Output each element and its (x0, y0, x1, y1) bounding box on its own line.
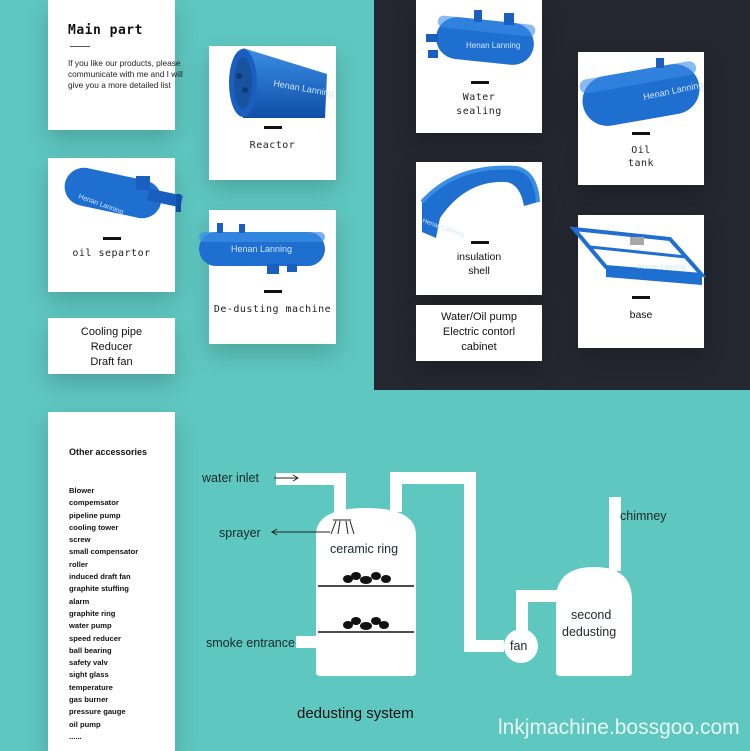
pump-card: Water/Oil pump Electric contorl cabinet (416, 305, 542, 361)
label-dash (471, 81, 489, 84)
main-part-title: Main part (68, 23, 143, 38)
label-dash (632, 296, 650, 299)
electric-control-text: Electric contorl (442, 326, 516, 338)
list-item: small compensator (69, 547, 139, 557)
smoke-entrance-label: smoke entrance (206, 636, 295, 650)
list-item: temperature (69, 682, 113, 692)
water-inlet-pipe (276, 473, 346, 485)
water-sealing-image: Henan Lanning (426, 10, 536, 65)
base-label: base (629, 309, 653, 321)
oil-tank-label-line2: tank (627, 158, 655, 169)
dedusting-machine-card[interactable]: Henan Lanning De-dusting machine (199, 210, 336, 344)
base-image: Henan Lanning (570, 226, 706, 285)
reducer-text: Reducer (90, 341, 133, 353)
list-item: induced draft fan (69, 572, 131, 582)
list-item: cooling tower (69, 522, 119, 532)
water-sealing-label-line1: Water (462, 92, 496, 103)
list-item: safety valv (69, 658, 108, 668)
watermark: lnkjmachine.bossgoo.com (498, 716, 740, 739)
reactor-image: Henan Lanning (229, 48, 333, 118)
oil-tank-card[interactable]: Henan Lanning Oil tank (578, 52, 704, 185)
fan-pipe-top (516, 590, 564, 602)
oil-tank-image: Henan Lanning (579, 58, 704, 126)
list-item: water pump (69, 621, 112, 631)
second-dedusting-label-line2: dedusting (562, 625, 617, 639)
insulation-shell-image: Henan Lanning (420, 165, 540, 239)
main-part-card: Main part If you like our products, plea… (48, 0, 183, 130)
brand-label: Henan Lanning (638, 264, 686, 271)
list-item: Blower (69, 486, 95, 495)
insulation-shell-card[interactable]: Henan Lanning insulation shell (416, 162, 542, 295)
oil-separator-card[interactable]: Henan Lanning oil separtor (48, 158, 183, 292)
sprayer-label: sprayer (219, 526, 261, 540)
list-item: screw (69, 535, 91, 545)
fan-label: fan (510, 639, 528, 653)
list-item: sight glass (69, 670, 109, 680)
cooling-card: Cooling pipe Reducer Draft fan (48, 318, 175, 374)
diagram-title: dedusting system (297, 705, 414, 722)
label-dash (471, 241, 489, 244)
water-inlet-pipe-down (334, 473, 346, 515)
list-item: pressure gauge (69, 707, 126, 717)
draft-fan-text: Draft fan (90, 356, 133, 368)
chimney-label: chimney (620, 509, 667, 523)
accessories-card: Other accessories Blower compemsator pip… (48, 412, 175, 751)
title-underline (70, 46, 90, 47)
label-dash (632, 132, 650, 135)
label-dash (264, 290, 282, 293)
oil-separator-image: Henan Lanning (64, 167, 183, 219)
accessories-list: Blower compemsator pipeline pump cooling… (69, 485, 138, 743)
brand-label: Henan Lanning (231, 244, 292, 254)
list-item: graphite ring (69, 608, 116, 618)
main-part-description: If you like our products, please communi… (68, 58, 183, 90)
list-item: pipeline pump (69, 510, 121, 520)
label-dash (103, 237, 121, 240)
fan-circle (504, 629, 538, 663)
chimney-pipe (609, 497, 621, 571)
list-item: speed reducer (69, 633, 121, 643)
dedusting-machine-image: Henan Lanning (199, 223, 325, 274)
list-item: oil pump (69, 719, 101, 729)
water-inlet-label: water inlet (202, 471, 259, 485)
ceramic-ring-label: ceramic ring (330, 542, 399, 556)
water-sealing-card[interactable]: Henan Lanning Water sealing (416, 0, 542, 133)
cabinet-text: cabinet (461, 341, 497, 353)
outlet-pipe-bottom (464, 640, 504, 652)
water-oil-pump-text: Water/Oil pump (440, 311, 517, 323)
accessories-title: Other accessories (69, 447, 148, 457)
oil-tank-label-line1: Oil (631, 145, 651, 156)
list-item: roller (69, 559, 88, 569)
tower-body (316, 508, 416, 676)
second-tank-body (556, 567, 632, 676)
outlet-pipe-top (390, 472, 476, 484)
list-item: alarm (69, 596, 90, 606)
cooling-pipe-text: Cooling pipe (80, 326, 143, 338)
water-sealing-label-line2: sealing (456, 106, 502, 117)
reactor-card[interactable]: Henan Lanning Reactor (209, 46, 336, 180)
reactor-label: Reactor (249, 140, 296, 151)
insulation-shell-label-line2: shell (468, 265, 490, 277)
dedusting-machine-label: De-dusting machine (213, 304, 332, 315)
list-item: compemsator (69, 498, 119, 508)
second-dedusting-label-line1: second (571, 608, 612, 622)
oil-separator-label: oil separtor (72, 248, 151, 259)
brand-label: Henan Lanning (466, 41, 520, 50)
insulation-shell-label-line1: insulation (456, 251, 502, 263)
smoke-pipe (296, 636, 318, 648)
list-item: ...... (69, 731, 82, 741)
list-item: gas burner (69, 695, 109, 705)
list-item: graphite stuffing (69, 584, 129, 594)
outlet-pipe-down (464, 472, 476, 652)
list-item: ball bearing (69, 645, 112, 655)
base-card[interactable]: Henan Lanning base (570, 215, 706, 348)
label-dash (264, 126, 282, 129)
